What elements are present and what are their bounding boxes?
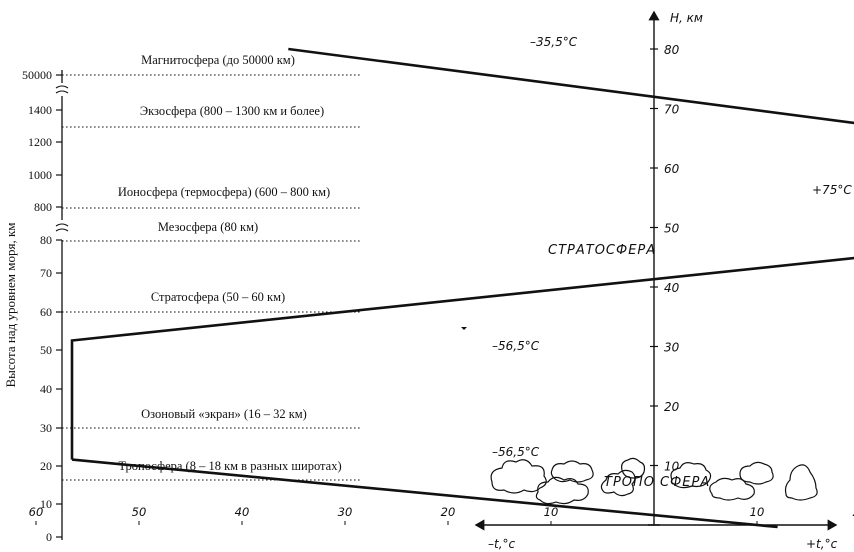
cloud-shapes	[490, 457, 818, 505]
x-tick-label-negative: 60	[29, 505, 44, 519]
cloud-icon	[670, 462, 712, 489]
left-tick-label: 40	[40, 382, 52, 396]
left-ticks: 0 10 20 30 40 50 60 70 80 800 1000 1200 1400 50000	[22, 68, 62, 544]
right-panel: 10 20 30 40 50 60 70 80 80 70 60 50 40 30 20 10 10 20 30 4…	[29, 10, 854, 551]
layer-label: Озоновый «экран» (16 – 32 км)	[141, 407, 307, 421]
temp-label-min-lower: –56,5°С	[492, 445, 540, 459]
left-y-axis-label: Высота над уровнем моря, км	[3, 222, 18, 387]
left-tick-label: 1000	[28, 168, 52, 182]
left-tick-label: 800	[34, 200, 52, 214]
h-axis-ticks: 10 20 30 40 50 60 70 80	[650, 43, 680, 474]
layer-label: Ионосфера (термосфера) (600 – 800 км)	[118, 185, 330, 199]
h-tick-label: 20	[664, 400, 680, 414]
h-tick-label: 40	[664, 281, 680, 295]
troposphere-label-part1: ТРОПО	[604, 475, 655, 490]
layer-label: Стратосфера (50 – 60 км)	[151, 290, 285, 304]
temp-label-min-upper: –56,5°С	[492, 339, 540, 353]
left-tick-label: 20	[40, 459, 52, 473]
axis-break-upper	[55, 85, 69, 94]
left-tick-label: 50000	[22, 68, 52, 82]
x-tick-label-negative: 40	[235, 505, 250, 519]
left-tick-label: 10	[40, 497, 52, 511]
cloud-icon	[550, 460, 594, 483]
cloud-icon	[535, 476, 589, 505]
x-tick-label-negative: 20	[441, 505, 456, 519]
cloud-icon	[490, 459, 547, 494]
left-layers: Магнитосфера (до 50000 км) Экзосфера (800…	[62, 53, 360, 481]
left-tick-label: 60	[40, 305, 52, 319]
left-tick-label: 0	[46, 530, 52, 544]
x-tick-label-negative: 10	[544, 505, 559, 519]
left-tick-label: 80	[40, 233, 52, 247]
stratosphere-label: СТРАТОСФЕРА	[548, 243, 656, 258]
h-tick-label: 10	[664, 460, 680, 474]
stray-mark-icon	[461, 327, 467, 330]
h-tick-label: 50	[664, 222, 680, 236]
x-axis-label-plus: +t,°c	[806, 537, 838, 551]
x-axis-label-minus: –t,°c	[488, 537, 516, 551]
temp-label-peak: +75°С	[812, 183, 852, 197]
axis-break-lower	[55, 223, 69, 232]
x-tick-label-positive: 20	[853, 505, 854, 519]
cloud-icon	[784, 464, 818, 501]
x-tick-label-positive: 10	[750, 505, 765, 519]
left-tick-label: 30	[40, 421, 52, 435]
temperature-profile-line	[70, 47, 854, 460]
h-tick-label: 60	[664, 162, 680, 176]
h-tick-label: 80	[664, 43, 680, 57]
left-axis	[55, 70, 69, 540]
left-tick-label: 1200	[28, 135, 52, 149]
layer-label: Экзосфера (800 – 1300 км и более)	[140, 104, 324, 118]
h-tick-label: 30	[664, 341, 680, 355]
left-tick-label: 1400	[28, 103, 52, 117]
surface-temperature-segment	[71, 458, 778, 529]
x-tick-label-negative: 30	[338, 505, 353, 519]
h-axis-label: H, км	[670, 11, 703, 25]
x-axis-ticks: 80706050403020101020304050607080	[29, 505, 854, 525]
layer-label: Магнитосфера (до 50000 км)	[141, 53, 295, 67]
cloud-icon	[739, 461, 774, 485]
x-tick-label-negative: 50	[132, 505, 147, 519]
layer-label: Мезосфера (80 км)	[158, 220, 258, 234]
cloud-icon	[621, 457, 646, 479]
temp-label-top: –35,5°С	[530, 35, 578, 49]
h-tick-label: 70	[664, 103, 680, 117]
left-tick-label: 70	[40, 266, 52, 280]
cloud-icon	[709, 477, 755, 501]
troposphere-label-part2: СФЕРА	[660, 475, 710, 490]
left-tick-label: 50	[40, 343, 52, 357]
